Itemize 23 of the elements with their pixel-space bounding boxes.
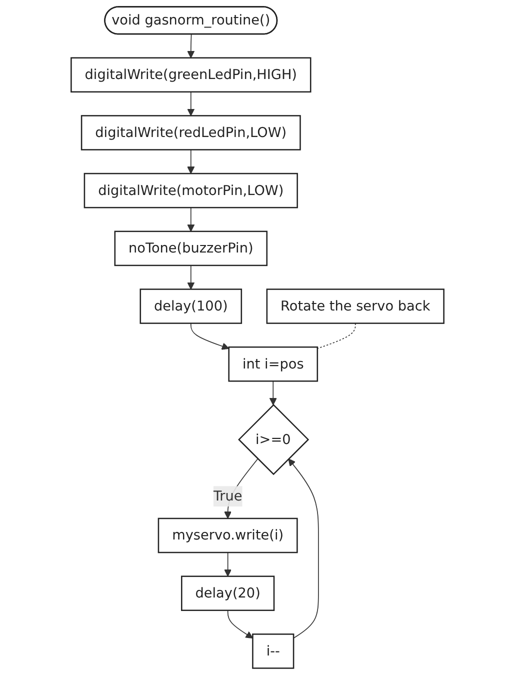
node-box: int i=pos: [228, 346, 318, 382]
node-diamond: i>=0: [238, 404, 310, 476]
arrow: [269, 380, 277, 406]
node-box: myservo.write(i): [158, 518, 298, 554]
arrow: [224, 552, 232, 577]
arrow: [187, 207, 195, 232]
arrow: [187, 265, 195, 290]
node-box: i--: [252, 634, 294, 669]
node-box: digitalWrite(motorPin,LOW): [84, 172, 298, 208]
node-box: Rotate the servo back: [266, 288, 444, 324]
node-box: delay(20): [181, 576, 275, 611]
node-box: delay(100): [140, 288, 242, 324]
edge-label: True: [213, 488, 242, 504]
arrow: [187, 91, 195, 116]
arrow: [227, 610, 254, 638]
arrow: [187, 149, 195, 174]
connector: [316, 322, 356, 349]
arrow: [288, 458, 319, 639]
arrow: [187, 34, 195, 58]
arrow: [190, 322, 230, 350]
node-box: noTone(buzzerPin): [114, 230, 268, 266]
node-box: digitalWrite(redLedPin,LOW): [80, 115, 301, 150]
node-box: digitalWrite(greenLedPin,HIGH): [70, 57, 312, 93]
